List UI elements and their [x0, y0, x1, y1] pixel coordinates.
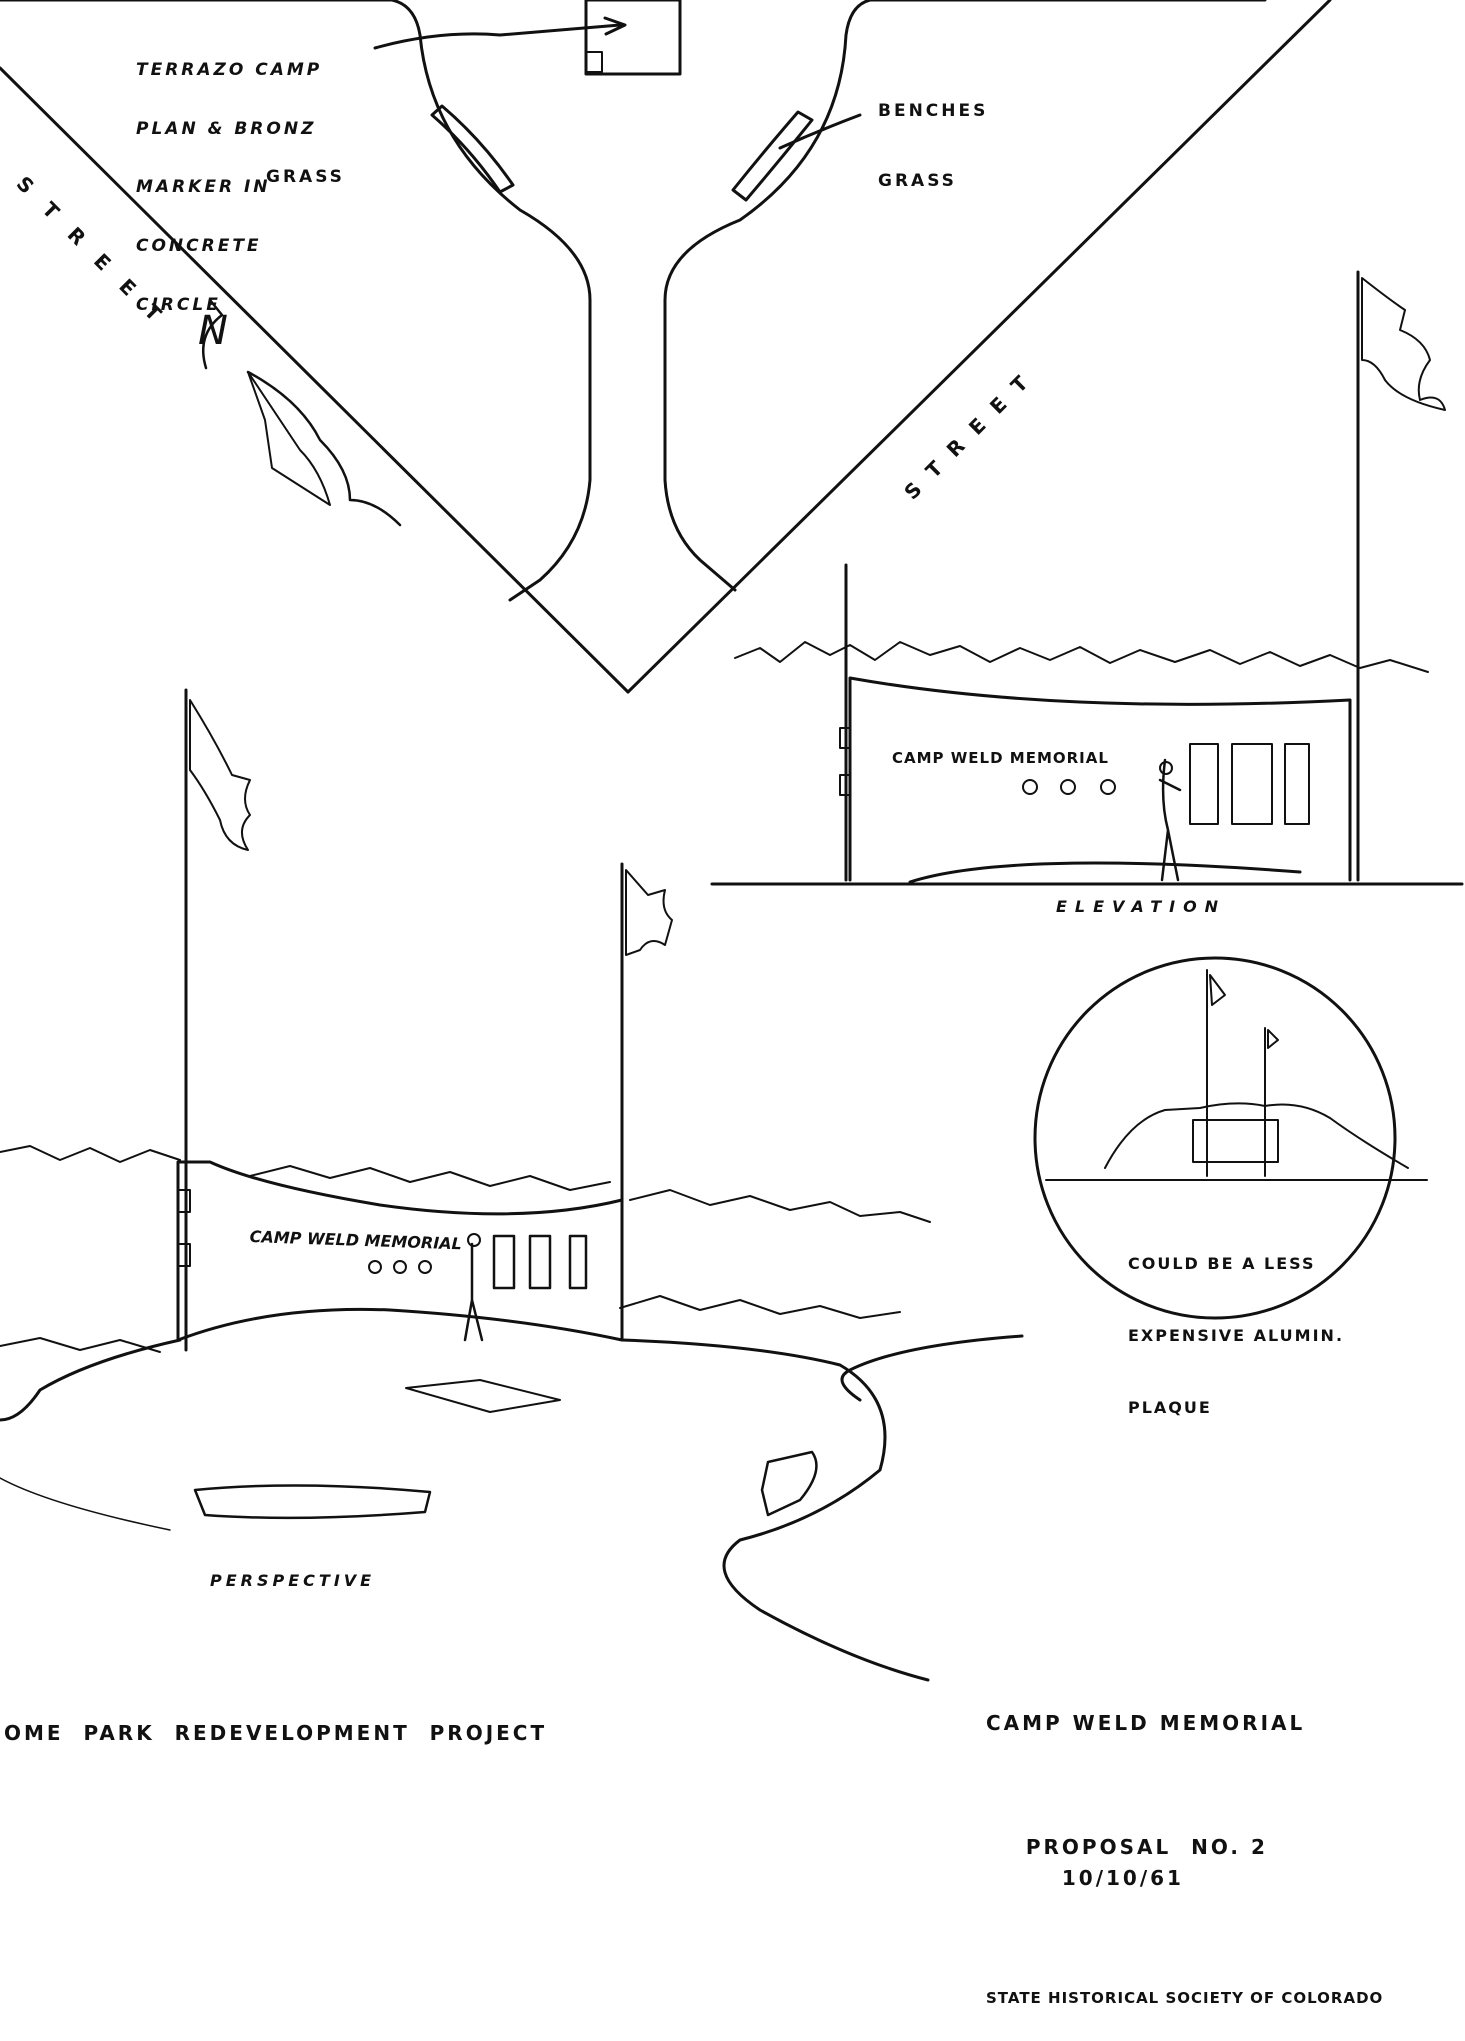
elevation-plaque-1 [1189, 743, 1219, 825]
site-plan [0, 0, 1332, 694]
elevation-drawing [710, 270, 1464, 886]
terrazo-note-line-5: CIRCLE [136, 294, 221, 315]
alt-flag-2 [1267, 1029, 1279, 1049]
alt-plaque [1192, 1119, 1279, 1163]
perspective-bench-1 [193, 1484, 432, 1520]
perspective-ground-left [0, 1338, 182, 1422]
perspective-medallion-2 [393, 1260, 407, 1274]
perspective-plaque-3 [568, 1234, 588, 1290]
terrazo-note-line-3: MARKER IN [136, 177, 271, 198]
plot-left [0, 0, 592, 602]
elevation-mound [908, 861, 1302, 884]
perspective-flag-left [189, 699, 251, 851]
elevation-sign-text: CAMP WELD MEMORIAL [892, 749, 1109, 767]
alternative-circle [1033, 956, 1428, 1320]
perspective-treeline-right [629, 1189, 931, 1223]
grass-left-label: GRASS [266, 167, 345, 187]
perspective-slab [405, 1379, 561, 1413]
note-arrow [373, 23, 622, 50]
street-edge-right [626, 0, 1332, 694]
street-edge-left [0, 66, 630, 694]
terrazo-note-line-4: CONCRETE [136, 236, 262, 257]
perspective-path-right-inner [840, 1334, 1024, 1402]
alternative-note: COULD BE A LESS EXPENSIVE ALUMIN. PLAQUE [1128, 1204, 1344, 1444]
elevation-medallion-3 [1100, 779, 1116, 795]
elevation-flag-right [1361, 277, 1446, 411]
perspective-plaque-2 [528, 1234, 552, 1290]
benches-label: BENCHES [878, 101, 989, 121]
alternative-note-line-3: PLAQUE [1128, 1398, 1212, 1417]
alt-flag-1 [1209, 974, 1226, 1006]
project-label: OME PARK REDEVELOPMENT PROJECT [4, 1721, 548, 1745]
elevation-treeline [734, 641, 1429, 673]
elevation-plaque-3 [1284, 743, 1310, 825]
alternative-circle-outline [1033, 956, 1397, 1320]
terrazo-note-line-1: TERRAZO CAMP [136, 60, 323, 81]
bronze-marker [585, 51, 603, 73]
perspective-treeline-left [0, 1145, 181, 1163]
elevation-figure [1158, 758, 1182, 882]
grass-right-label: GRASS [878, 171, 957, 191]
bench-right [731, 110, 814, 202]
terrazo-note: TERRAZO CAMP PLAN & BRONZ MARKER IN CONC… [136, 22, 322, 335]
perspective-medallion-3 [418, 1260, 432, 1274]
perspective-medallion-1 [368, 1260, 382, 1274]
north-label: N [198, 308, 231, 354]
north-symbol [202, 298, 224, 370]
terrazo-marker [584, 0, 682, 76]
elevation-medallion-1 [1022, 779, 1038, 795]
title-block-date: 10/10/61 [1061, 1866, 1184, 1890]
perspective-caption: PERSPECTIVE [210, 1571, 376, 1590]
alternative-note-line-1: COULD BE A LESS [1128, 1254, 1316, 1273]
perspective-base-edge [0, 1477, 171, 1531]
north-flag [246, 370, 402, 527]
elevation-plaque-2 [1231, 743, 1273, 825]
perspective-drawing [0, 688, 1024, 1682]
perspective-plaque-1 [492, 1234, 516, 1290]
title-block-title: CAMP WELD MEMORIAL [986, 1711, 1306, 1735]
alt-treeline [1104, 1102, 1409, 1169]
perspective-treeline-lower-left [0, 1337, 161, 1353]
perspective-flag-right [625, 869, 673, 956]
terrazo-note-line-2: PLAN & BRONZ [136, 118, 317, 139]
perspective-figure [463, 1242, 484, 1342]
perspective-treeline-back [249, 1165, 611, 1191]
title-block-organization: STATE HISTORICAL SOCIETY OF COLORADO [986, 1989, 1384, 2007]
benches-leader [778, 113, 862, 150]
title-block-proposal: PROPOSAL NO. 2 [1025, 1835, 1268, 1859]
plot-right [663, 0, 1267, 592]
perspective-path-right [620, 1338, 930, 1682]
alternative-note-line-2: EXPENSIVE ALUMIN. [1128, 1326, 1345, 1345]
elevation-wall [848, 676, 1352, 882]
elevation-medallion-2 [1060, 779, 1076, 795]
perspective-bench-2 [760, 1450, 818, 1517]
title-block: CAMP WELD MEMORIAL PROPOSAL NO. 2 10/10/… [986, 1646, 1383, 2041]
bench-left [430, 104, 515, 194]
elevation-caption: ELEVATION [1056, 897, 1227, 916]
memorial-drawing [0, 0, 1464, 1682]
perspective-treeline-lower [619, 1295, 901, 1319]
title-block-proposal-row: PROPOSAL NO. 2 10/10/61 [986, 1801, 1383, 1925]
